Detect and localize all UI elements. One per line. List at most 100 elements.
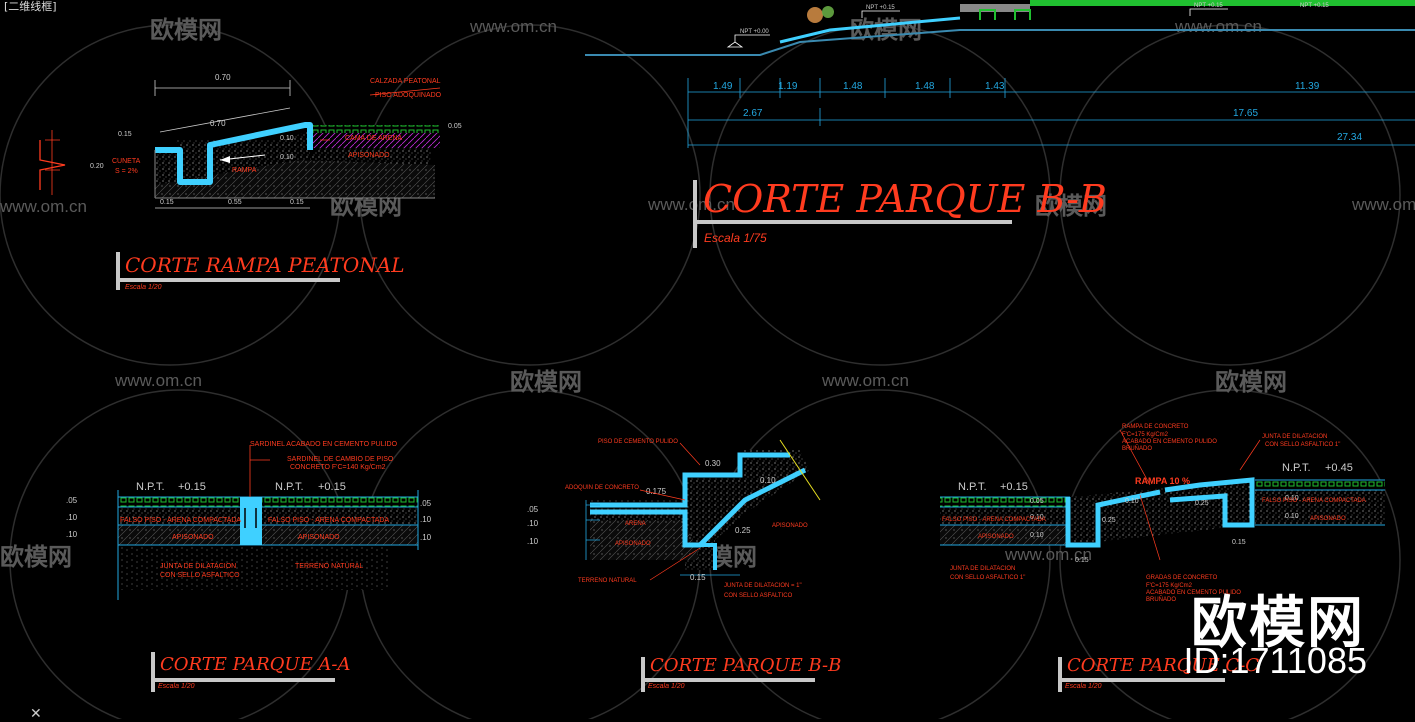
npt-label: N.P.T. — [958, 481, 987, 493]
annotation: CUNETA — [112, 158, 141, 165]
watermark-brand: 欧模网 — [1035, 192, 1107, 220]
section-parque-bb-main: NPT +0.00 NPT +0.15 NPT +0.15 NPT +0.15 … — [585, 0, 1415, 248]
dim-text: 0.15 — [690, 573, 706, 582]
annotation: ARENA — [625, 521, 646, 527]
watermark-url-text: www.om.cn — [647, 195, 735, 214]
npt-label: N.P.T. — [136, 481, 165, 493]
annotation: SARDINEL ACABADO EN CEMENTO PULIDO — [250, 441, 398, 448]
annotation: APISONADO — [348, 152, 390, 159]
dim-text: 0.10 — [1030, 532, 1044, 539]
dim-text: 0.10 — [1030, 514, 1044, 521]
section-title: CORTE PARQUE B-B — [703, 177, 1107, 221]
crosshair-cursor-icon: ✕ — [30, 706, 42, 722]
annotation: APISONADO — [772, 523, 808, 529]
watermark-url-text: www.om.cn — [469, 17, 557, 36]
annotation: FALSO PISO - ARENA COMPACTADA — [268, 517, 389, 524]
dim-text: 0.55 — [228, 199, 242, 206]
watermark-rings — [0, 24, 1401, 719]
dim-text: 0.15 — [118, 131, 132, 138]
annotation: APISONADO — [978, 534, 1014, 540]
dim-text: 1.48 — [915, 81, 935, 92]
annotation: S = 2% — [115, 168, 138, 175]
dim-text: .10 — [66, 530, 78, 539]
section-title: CORTE PARQUE B-B — [650, 655, 841, 676]
annotation: BRUÑADO — [1146, 596, 1176, 603]
dim-text: 0.70 — [210, 119, 226, 128]
dim-text: .05 — [527, 505, 539, 514]
section-title: CORTE PARQUE C-C — [1067, 655, 1259, 676]
annotation: FALSO PISO - ARENA COMPACTADA — [120, 517, 241, 524]
dim-text: .05 — [420, 499, 432, 508]
dim-text: 0.10 — [1285, 513, 1299, 520]
annotation: PISO DE CEMENTO PULIDO — [598, 439, 678, 445]
annotation: CON SELLO ASFALTICO 1" — [950, 575, 1025, 581]
annotation: APISONADO — [298, 534, 340, 541]
scale-label: Escala 1/20 — [158, 683, 195, 690]
dim-text: 0.25 — [1195, 500, 1209, 507]
dim-text: .10 — [527, 519, 539, 528]
npt-value: +0.15 — [318, 481, 346, 493]
annotation: BRUÑADO — [1122, 445, 1152, 452]
annotation: APISONADO — [615, 541, 651, 547]
annotation: TERRENO NATURAL — [295, 563, 363, 570]
scale-label: Escala 1/20 — [648, 683, 685, 690]
scale-label: Escala 1/20 — [1065, 683, 1102, 690]
watermark-text: 欧模网 欧模网 欧模网 欧模网 欧模网 欧模网 欧模网 欧模网 — [0, 16, 1287, 571]
level-marker: NPT +0.15 — [866, 5, 895, 11]
annotation: TERRENO NATURAL — [578, 578, 637, 584]
section-title: CORTE PARQUE A-A — [160, 654, 351, 675]
annotation: JUNTA DE DILATACION — [160, 563, 236, 570]
annotation: CALZADA PEATONAL — [370, 78, 441, 85]
dim-text: 0.05 — [1030, 498, 1044, 505]
section-title: CORTE RAMPA PEATONAL — [125, 253, 404, 277]
dim-text: 0.15 — [1075, 557, 1089, 564]
dim-text: 0.25 — [735, 526, 751, 535]
annotation: APISONADO — [172, 534, 214, 541]
dim-text: 1.49 — [713, 81, 733, 92]
annotation: RAMPA — [232, 167, 257, 174]
dim-text: 0.10 — [280, 154, 294, 161]
watermark-brand: 欧模网 — [850, 16, 922, 44]
viewport-mode-label[interactable]: [二维线框] — [2, 0, 59, 14]
dim-text: .10 — [420, 533, 432, 542]
watermark-brand: 欧模网 — [0, 543, 72, 571]
section-parque-aa: .05 .10 .10 .05 .10 .10 N.P.T. +0.15 N.P… — [66, 441, 432, 692]
level-marker: NPT +0.15 — [1300, 3, 1329, 9]
watermark-url-text: www.om.cn — [1004, 545, 1092, 564]
dim-text: 27.34 — [1337, 132, 1362, 143]
dim-text: 0.30 — [705, 459, 721, 468]
annotation: CAMA DE ARENA — [345, 135, 403, 142]
annotation: ACABADO EN CEMENTO PULIDO — [1122, 439, 1217, 445]
annotation: JUNTA DE DILATACION = 1" — [724, 583, 802, 589]
dim-text: 1.19 — [778, 81, 798, 92]
section-parque-cc: N.P.T. +0.15 N.P.T. +0.45 RAMPA 10 % 0.0… — [940, 424, 1385, 692]
annotation: RAMPA 10 % — [1135, 476, 1190, 486]
dim-text: .10 — [420, 515, 432, 524]
watermark-brand: 欧模网 — [510, 368, 582, 396]
watermark-url-text: www.om.cn — [821, 371, 909, 390]
dim-text: 0.10 — [1285, 495, 1299, 502]
level-marker: NPT +0.15 — [1194, 3, 1223, 9]
dim-text: 11.39 — [1295, 81, 1320, 92]
npt-value: +0.15 — [178, 481, 206, 493]
dim-text: 17.65 — [1233, 108, 1258, 119]
annotation: CON SELLO ASFALTICO — [724, 593, 793, 599]
npt-label: N.P.T. — [275, 481, 304, 493]
dim-text: 0.70 — [215, 73, 231, 82]
dim-text: 0.25 — [1102, 517, 1116, 524]
annotation: CON SELLO ASFALTICO — [160, 572, 240, 579]
dim-text: 0.15 — [160, 199, 174, 206]
annotation: FALSO PISO - ARENA COMPACTADA — [942, 517, 1046, 523]
annotation: JUNTA DE DILATACION — [950, 566, 1015, 572]
annotation: CON SELLO ASFALTICO 1" — [1265, 442, 1340, 448]
dim-text: 0.10 — [760, 476, 776, 485]
dim-text: 0.15 — [1232, 539, 1246, 546]
dim-text: 0.10 — [1125, 498, 1139, 505]
dim-text: 0.20 — [90, 163, 104, 170]
section-rampa-peatonal: 0.70 0.70 0.15 0.20 0.15 0.55 0.15 0.10 … — [39, 73, 462, 291]
watermark-brand: 欧模网 — [1215, 368, 1287, 396]
dim-text: 2.67 — [743, 108, 763, 119]
annotation: F'C=175 Kg/Cm2 — [1146, 583, 1193, 589]
dim-text: .05 — [66, 496, 78, 505]
